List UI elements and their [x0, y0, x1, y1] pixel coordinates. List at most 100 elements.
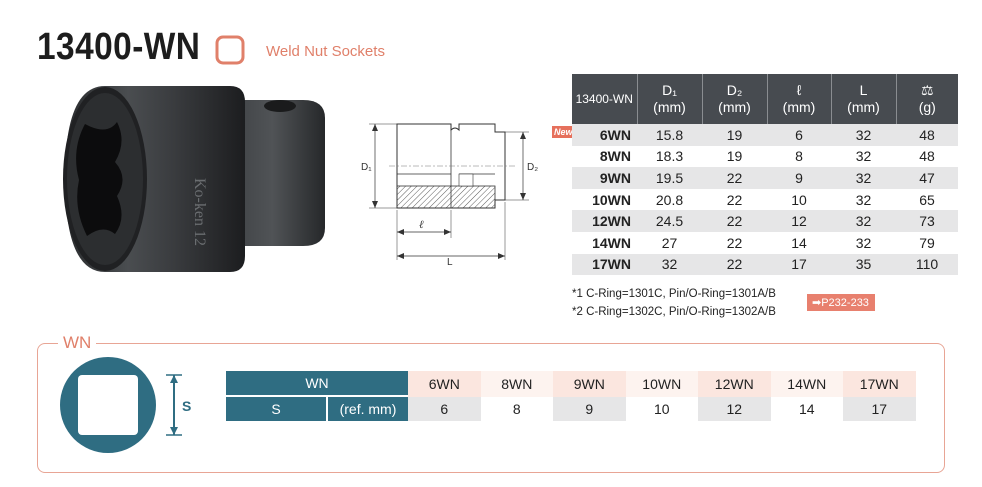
spec-row: 8WN 18.3 19 8 32 48: [572, 146, 958, 168]
spec-value-cell: 15.8: [637, 124, 702, 146]
spec-header-3: ℓ(mm): [767, 74, 832, 124]
page-reference-badge: ➡P232-233: [807, 294, 875, 311]
square-nut-icon: [215, 35, 245, 65]
spec-value-cell: 47: [896, 167, 958, 189]
spec-value-cell: 14: [791, 234, 807, 251]
spec-value-cell: 6: [767, 124, 831, 146]
spec-header-line1: ℓ: [796, 82, 802, 98]
spec-model-cell: 14WN: [592, 234, 631, 251]
wn-s-value-cell: 12: [698, 397, 771, 421]
wn-size-cell: 17WN: [843, 371, 916, 397]
wn-s-value-cell: 10: [625, 397, 698, 421]
page-subtitle: Weld Nut Sockets: [266, 43, 385, 60]
spec-row: 14WN 27 22 14 32 79: [572, 232, 958, 254]
spec-value-cell: 32: [831, 124, 896, 146]
wn-size-cell: 9WN: [553, 371, 626, 397]
l-big-label: L: [447, 257, 453, 268]
spec-header-line1: ⚖: [920, 82, 934, 98]
wn-s-value-cell: 14: [770, 397, 843, 421]
spec-header-line1: L: [859, 82, 868, 98]
spec-value-cell: 65: [919, 191, 935, 208]
s-dimension-label: S: [182, 398, 191, 414]
spec-value-cell: 22: [726, 234, 743, 251]
spec-value-cell: 22: [726, 191, 743, 208]
new-badge: New: [552, 126, 575, 138]
spec-value-cell: 48: [919, 148, 935, 165]
wn-header-label: WN: [226, 371, 408, 397]
spec-value-cell: 10: [791, 191, 807, 208]
spec-header-line2: (mm): [782, 99, 816, 115]
spec-header-5: ⚖(g): [896, 74, 958, 124]
spec-value-cell: 32: [855, 234, 872, 251]
spec-value-cell: 12: [767, 210, 831, 232]
wn-panel-label: WN: [58, 333, 97, 353]
spec-model-cell: 10WN: [592, 191, 631, 208]
spec-value-cell: 9: [767, 167, 831, 189]
d2-label: D₂: [527, 162, 538, 173]
spec-header-4: L(mm): [831, 74, 897, 124]
spec-header-line1: D₂: [726, 82, 743, 98]
spec-value-cell: 48: [896, 124, 958, 146]
spec-value-cell: 79: [919, 234, 935, 251]
wn-s-value-cell: 9: [553, 397, 626, 421]
d1-label: D₁: [361, 162, 372, 173]
spec-value-cell: 32: [855, 148, 872, 165]
note-2: *2 C-Ring=1302C, Pin/O-Ring=1302A/B: [572, 306, 776, 318]
spec-value-cell: 22: [702, 210, 767, 232]
spec-value-cell: 35: [831, 253, 896, 276]
spec-value-cell: 32: [637, 253, 702, 276]
s-row-label: S: [226, 397, 328, 421]
spec-value-cell: 110: [896, 253, 958, 276]
wn-s-value-cell: 6: [408, 397, 481, 421]
spec-value-cell: 8: [795, 148, 803, 165]
spec-value-cell: 22: [702, 167, 767, 189]
dimension-drawing: D₁ D₂ ℓ L: [361, 123, 538, 268]
spec-value-cell: 19.5: [637, 167, 702, 189]
spec-value-cell: 32: [831, 210, 896, 232]
spec-model-cell: 17WN: [572, 253, 637, 276]
wn-size-cell: 6WN: [408, 371, 481, 397]
spec-header-0: 13400-WN: [572, 74, 638, 124]
spec-value-cell: 17: [767, 253, 831, 276]
spec-value-cell: 32: [831, 167, 896, 189]
socket-photo: Ko-ken 12: [63, 86, 325, 272]
wn-panel: [37, 343, 945, 473]
wn-s-value-cell: 8: [480, 397, 553, 421]
spec-value-cell: 18.3: [655, 148, 684, 165]
l-small-label: ℓ: [419, 219, 424, 231]
spec-model-cell: 9WN: [572, 167, 637, 189]
spec-value-cell: 19: [726, 148, 743, 165]
spec-value-cell: 19: [702, 124, 767, 146]
spec-header-line2: (g): [918, 99, 936, 115]
wn-s-value-cell: 17: [843, 397, 916, 421]
wn-square-diagram: S: [60, 357, 191, 453]
note-1: *1 C-Ring=1301C, Pin/O-Ring=1301A/B: [572, 288, 776, 300]
spec-header-1: D₁(mm): [637, 74, 703, 124]
spec-value-cell: 22: [702, 253, 767, 276]
spec-value-cell: 73: [896, 210, 958, 232]
spec-header-line2: (mm): [653, 99, 686, 115]
spec-header-line2: (mm): [718, 99, 751, 115]
spec-header-line1: D₁: [662, 82, 677, 98]
svg-text:Ko-ken 12: Ko-ken 12: [191, 178, 208, 246]
spec-header-line1: 13400-WN: [575, 91, 633, 106]
spec-model-cell: 8WN: [599, 148, 631, 165]
wn-size-cell: 14WN: [770, 371, 843, 397]
wn-size-cell: 12WN: [698, 371, 771, 397]
s-row-unit: (ref. mm): [328, 397, 408, 421]
wn-size-cell: 8WN: [480, 371, 553, 397]
spec-value-cell: 24.5: [637, 210, 702, 232]
spec-header-2: D₂(mm): [702, 74, 768, 124]
spec-value-cell: 32: [855, 191, 872, 208]
spec-value-cell: 27: [661, 234, 678, 251]
spec-model-cell: 6WN: [572, 124, 637, 146]
wn-size-cell: 10WN: [625, 371, 698, 397]
page-title: 13400-WN: [37, 26, 201, 68]
